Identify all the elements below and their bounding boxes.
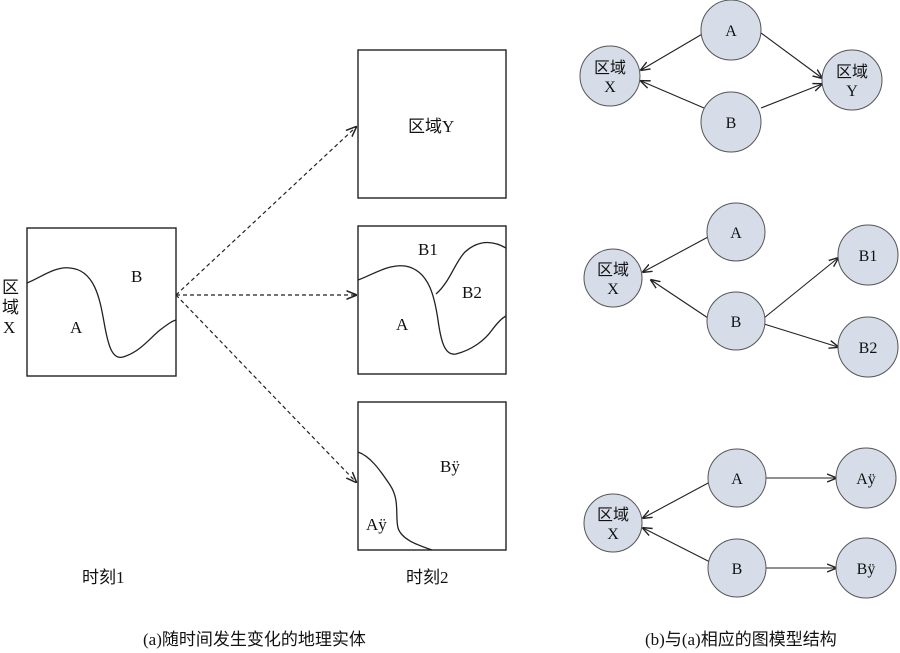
graph2-node-region-x-line2: X: [607, 281, 619, 298]
transition-arrow-to-shift: [175, 294, 356, 482]
graph3-node-region-x-line2: X: [607, 526, 619, 543]
time1-region-box: 区 域 X B A: [2, 227, 177, 377]
graph3-node-Bp: [835, 537, 897, 599]
graph2-node-A: [706, 202, 766, 262]
graph1-node-region-y-line1: 区域: [836, 63, 868, 81]
graph2-node-B2-label: B2: [859, 340, 878, 357]
graph1-node-A: [700, 0, 762, 61]
graph3-node-region-x-line1: 区域: [597, 506, 629, 524]
time2-mid-boundary-curve: [357, 265, 507, 355]
panel-a-caption: (a)随时间发生变化的地理实体: [143, 630, 366, 649]
time2-box-split: B1 B2 A: [357, 225, 507, 375]
graph2-node-B1: [837, 224, 899, 286]
time2-top-box-frame: [357, 49, 507, 199]
graph3-edge-B-to-X: [643, 528, 711, 563]
panel-a: 区 域 X B A 区域Y B1 B2 A Bÿ Aÿ: [2, 49, 507, 649]
graph3-node-Ap: [835, 447, 897, 509]
graph2-node-B: [706, 291, 766, 351]
time2-bottom-box-frame: [357, 401, 507, 551]
graph3-node-B: [707, 538, 767, 598]
graph2-edge-B-to-B1: [763, 258, 838, 319]
time2-label-B1: B1: [418, 240, 438, 259]
time2-region-y-label: 区域Y: [408, 117, 454, 136]
graph2-edge-A-to-X: [643, 236, 709, 272]
graph1-edge-A-to-Y: [760, 32, 822, 78]
time2-label-B2: B2: [462, 283, 482, 302]
time2-caption: 时刻2: [406, 568, 449, 587]
time1-label-B: B: [131, 267, 142, 286]
graph1-node-A-label: A: [725, 23, 737, 40]
graph3-edge-A-to-X: [643, 481, 711, 518]
graph1-node-region-x: [579, 45, 641, 107]
transition-arrow-to-region-y: [175, 127, 356, 296]
graph1-edge-A-to-X: [641, 32, 705, 70]
graph2: A B 区域 X B1 B2: [583, 202, 899, 378]
graph2-node-B-label: B: [731, 314, 742, 331]
graph1-node-B-label: B: [726, 115, 737, 132]
graph3-node-Bp-label: Bÿ: [857, 561, 876, 578]
graph2-node-A-label: A: [730, 225, 742, 242]
time2-box-shift: Bÿ Aÿ: [357, 401, 507, 551]
graph2-node-region-x: [583, 248, 643, 308]
graph3-node-region-x: [583, 493, 643, 553]
graph1-node-region-y: [821, 49, 883, 111]
graph3-node-Ap-label: Aÿ: [856, 471, 876, 488]
time2-mid-box-frame: [357, 225, 507, 375]
panel-b: A B 区域 X 区域 Y A B 区域 X B1: [579, 0, 899, 649]
time1-box-frame: [26, 227, 177, 377]
graph2-node-B2: [837, 316, 899, 378]
time1-boundary-curve: [26, 267, 177, 358]
graph1-node-region-x-line1: 区域: [594, 59, 626, 77]
graph1-node-region-x-line2: X: [604, 79, 616, 96]
time1-caption: 时刻1: [82, 568, 125, 587]
time1-region-char-2: 域: [2, 298, 19, 317]
graph2-node-region-x-line1: 区域: [597, 261, 629, 279]
panel-b-caption: (b)与(a)相应的图模型结构: [645, 630, 837, 649]
time1-region-char-1: 区: [2, 278, 19, 297]
graph2-edge-B-to-B2: [763, 323, 838, 347]
time2-box-region-y: 区域Y: [357, 49, 507, 199]
graph1-edge-B-to-Y: [760, 84, 822, 109]
time2-label-Bp: Bÿ: [440, 457, 460, 476]
graph3-node-A-label: A: [731, 471, 743, 488]
graph3-node-A: [707, 448, 767, 508]
graph3-node-B-label: B: [732, 561, 743, 578]
time1-region-char-3: X: [3, 318, 15, 337]
time2-mid-split-curve: [435, 241, 507, 295]
graph1: A B 区域 X 区域 Y: [579, 0, 883, 153]
graph1-node-region-y-line2: Y: [846, 83, 858, 100]
graph1-edge-B-to-X: [641, 81, 705, 109]
time2-bottom-boundary-curve: [357, 451, 433, 551]
graph1-node-B: [700, 91, 762, 153]
time1-label-A: A: [70, 318, 83, 337]
time2-label-Ap: Aÿ: [366, 515, 387, 534]
graph2-edge-B-to-X: [651, 280, 709, 319]
graph3: A B 区域 X Aÿ Bÿ: [583, 447, 897, 599]
graph2-node-B1-label: B1: [859, 248, 878, 265]
time2-label-A: A: [396, 315, 409, 334]
